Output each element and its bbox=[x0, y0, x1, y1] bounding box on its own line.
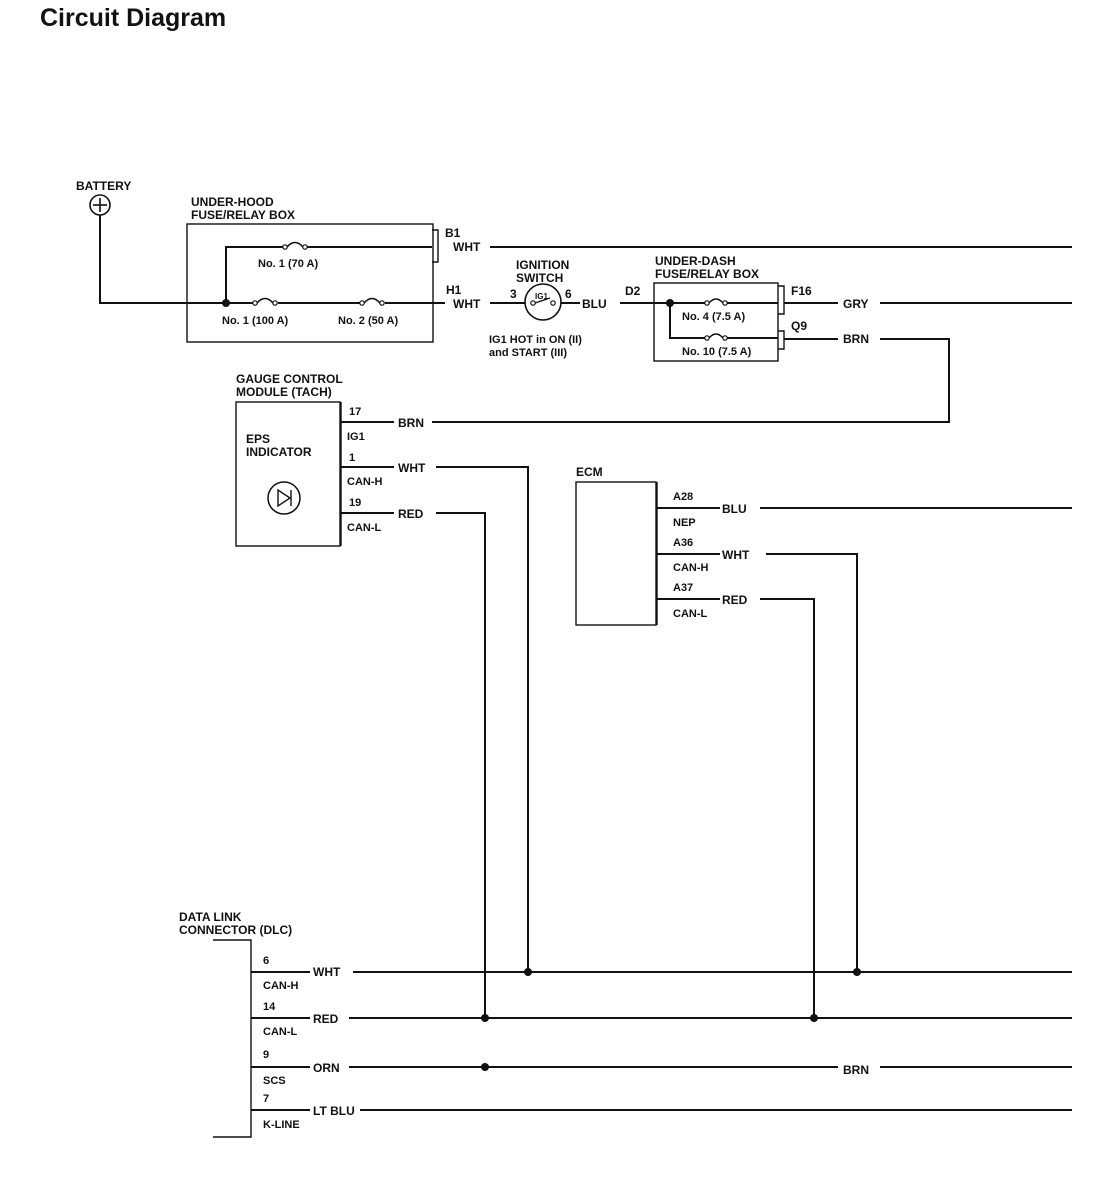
fuse-50a-icon bbox=[359, 297, 385, 306]
dlc-title-line1: DATA LINK bbox=[179, 910, 242, 924]
fuse-no1-100a-label: No. 1 (100 A) bbox=[222, 315, 289, 327]
gauge-pin-17-name: IG1 bbox=[347, 431, 365, 443]
eps-indicator-lamp-icon bbox=[267, 481, 301, 515]
terminal-q9: Q9 bbox=[791, 319, 807, 333]
wire-b1-wht: WHT bbox=[453, 240, 481, 254]
wire-gauge-17-brn: BRN bbox=[398, 416, 424, 430]
under-dash-title-line1: UNDER-DASH bbox=[655, 254, 736, 268]
dlc-title-line2: CONNECTOR (DLC) bbox=[179, 923, 292, 937]
ignition-pin-6: 6 bbox=[565, 287, 572, 301]
wire-h1-wht: WHT bbox=[453, 297, 481, 311]
ignition-title-line2: SWITCH bbox=[516, 271, 563, 285]
fuse-no1-70a-label: No. 1 (70 A) bbox=[258, 258, 318, 270]
fuse-no2-50a-label: No. 2 (50 A) bbox=[338, 315, 398, 327]
fuse-no10-label: No. 10 (7.5 A) bbox=[682, 346, 752, 358]
ecm-title: ECM bbox=[576, 465, 603, 479]
page-title: Circuit Diagram bbox=[40, 4, 227, 32]
wire-ecm-a36-wht: WHT bbox=[722, 548, 750, 562]
wire-dlc-9-orn: ORN bbox=[313, 1061, 340, 1075]
under-hood-title-line1: UNDER-HOOD bbox=[191, 195, 274, 209]
fuse-70a-icon bbox=[282, 241, 308, 250]
data-link-connector: DATA LINK CONNECTOR (DLC) 6 CAN-H WHT 14… bbox=[179, 910, 869, 1138]
battery-label: BATTERY bbox=[76, 179, 131, 193]
wire-dlc-14-red: RED bbox=[313, 1012, 339, 1026]
gauge-control-module: GAUGE CONTROL MODULE (TACH) EPS INDICATO… bbox=[235, 372, 426, 547]
ecm: ECM A28 NEP BLU A36 CAN-H WHT A37 CAN-L … bbox=[575, 465, 750, 626]
ignition-note-line2: and START (III) bbox=[489, 347, 567, 359]
dlc-pin-14-name: CAN-L bbox=[263, 1026, 297, 1038]
ecm-pin-a36-name: CAN-H bbox=[673, 562, 708, 574]
wire-gauge-1-wht: WHT bbox=[398, 461, 426, 475]
under-hood-fuse-box: UNDER-HOOD FUSE/RELAY BOX No. 1 (70 A) N… bbox=[186, 195, 481, 343]
terminal-h1: H1 bbox=[446, 283, 462, 297]
dlc-pin-7: 7 bbox=[263, 1093, 269, 1105]
terminal-b1: B1 bbox=[445, 226, 461, 240]
fuse-no4-label: No. 4 (7.5 A) bbox=[682, 311, 745, 323]
battery: BATTERY bbox=[76, 179, 131, 216]
ignition-title-line1: IGNITION bbox=[516, 258, 569, 272]
ignition-switch: IGNITION SWITCH 3 6 IG1 BLU IG1 HOT in O… bbox=[489, 258, 607, 359]
wire-ecm-a37-red: RED bbox=[722, 593, 748, 607]
ecm-pin-a28: A28 bbox=[673, 491, 693, 503]
wire-dlc-6-wht: WHT bbox=[313, 965, 341, 979]
gauge-pin-1-name: CAN-H bbox=[347, 476, 382, 488]
dlc-pin-6-name: CAN-H bbox=[263, 980, 298, 992]
ecm-pin-a37-name: CAN-L bbox=[673, 608, 707, 620]
gauge-pin-1: 1 bbox=[349, 452, 355, 464]
dlc-pin-6: 6 bbox=[263, 955, 269, 967]
dlc-pin-9-name: SCS bbox=[263, 1075, 286, 1087]
ignition-ig1-symbol: IG1 bbox=[535, 292, 548, 301]
fuse-no10-icon bbox=[704, 333, 728, 341]
terminal-f16: F16 bbox=[791, 284, 812, 298]
ignition-note-line1: IG1 HOT in ON (II) bbox=[489, 334, 582, 346]
gauge-pin-19-name: CAN-L bbox=[347, 522, 381, 534]
fuse-100a-icon bbox=[252, 297, 278, 306]
wire-ecm-a28-blu: BLU bbox=[722, 502, 747, 516]
gauge-pin-17: 17 bbox=[349, 406, 361, 418]
terminal-d2: D2 bbox=[625, 284, 641, 298]
gauge-pin-19: 19 bbox=[349, 497, 361, 509]
wire-dlc-7-ltblu: LT BLU bbox=[313, 1104, 355, 1118]
fuse-no4-icon bbox=[704, 298, 728, 306]
gauge-title-line1: GAUGE CONTROL bbox=[236, 372, 343, 386]
ecm-pin-a28-name: NEP bbox=[673, 517, 696, 529]
wire-q9-brn: BRN bbox=[843, 332, 869, 346]
eps-indicator-line2: INDICATOR bbox=[246, 445, 312, 459]
under-hood-title-line2: FUSE/RELAY BOX bbox=[191, 208, 295, 222]
dlc-pin-9: 9 bbox=[263, 1049, 269, 1061]
under-dash-title-line2: FUSE/RELAY BOX bbox=[655, 267, 759, 281]
wire-gauge-19-red: RED bbox=[398, 507, 424, 521]
dlc-pin-7-name: K-LINE bbox=[263, 1119, 300, 1131]
wire-scs-brn: BRN bbox=[843, 1063, 869, 1077]
wire-ignition-blu: BLU bbox=[582, 297, 607, 311]
ecm-pin-a37: A37 bbox=[673, 582, 693, 594]
gauge-title-line2: MODULE (TACH) bbox=[236, 385, 332, 399]
wire-f16-gry: GRY bbox=[843, 297, 869, 311]
eps-indicator-line1: EPS bbox=[246, 432, 270, 446]
ecm-pin-a36: A36 bbox=[673, 537, 693, 549]
dlc-pin-14: 14 bbox=[263, 1001, 276, 1013]
ignition-pin-3: 3 bbox=[510, 287, 517, 301]
under-dash-fuse-box: UNDER-DASH FUSE/RELAY BOX D2 F16 Q9 No. … bbox=[625, 254, 869, 362]
